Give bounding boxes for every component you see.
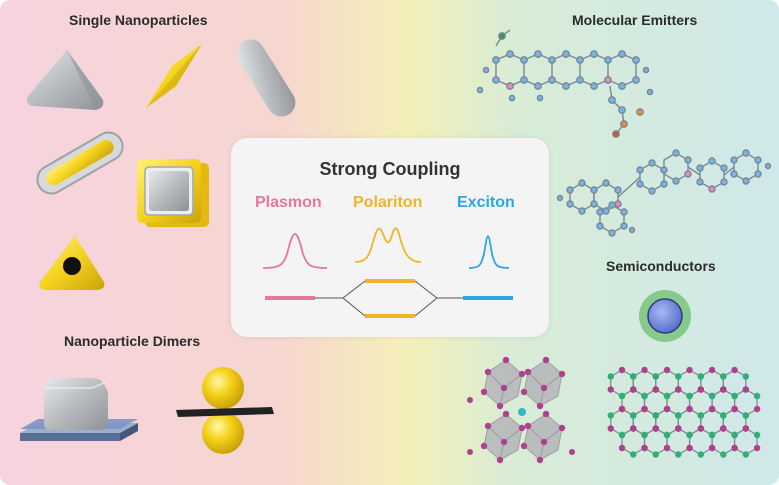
coupling-connector-right xyxy=(414,280,463,299)
exciton-label: Exciton xyxy=(457,194,515,211)
molecular-emitter-structure-1 xyxy=(476,29,654,138)
nanoparticle-dimers-label: Nanoparticle Dimers xyxy=(64,333,201,349)
polariton-split-peak-curve xyxy=(354,227,422,263)
gold-bipyramid-nanoparticle xyxy=(146,44,202,108)
perovskite-octahedra-lattice xyxy=(467,356,575,464)
single-nanoparticles-label: Single Nanoparticles xyxy=(69,12,208,28)
molecular-emitter-structure-2 xyxy=(556,149,772,237)
hexagonal-2d-lattice xyxy=(607,366,761,458)
energy-level-diagram xyxy=(262,227,513,318)
gold-triangle-with-hole xyxy=(39,236,105,290)
core-shell-quantum-dot xyxy=(639,290,691,342)
gold-nanoframe-cube xyxy=(137,159,209,227)
silver-triangle-nanoparticle xyxy=(26,50,104,110)
nanocube-on-film-dimer xyxy=(20,378,138,441)
silver-nanorod xyxy=(236,39,296,117)
polariton-label: Polariton xyxy=(353,194,423,211)
strong-coupling-title: Strong Coupling xyxy=(319,159,461,179)
plasmon-peak-curve xyxy=(262,233,328,269)
semiconductors-label: Semiconductors xyxy=(606,258,716,274)
gold-sphere-dimer xyxy=(176,367,274,454)
exciton-peak-curve xyxy=(468,235,510,269)
molecular-emitters-label: Molecular Emitters xyxy=(572,12,698,28)
plasmon-label: Plasmon xyxy=(255,194,322,211)
coupling-connector-left xyxy=(315,280,366,299)
silver-coated-gold-nanorod xyxy=(36,131,124,195)
strong-coupling-panel: Strong Coupling Plasmon Polariton Excito… xyxy=(231,138,549,337)
